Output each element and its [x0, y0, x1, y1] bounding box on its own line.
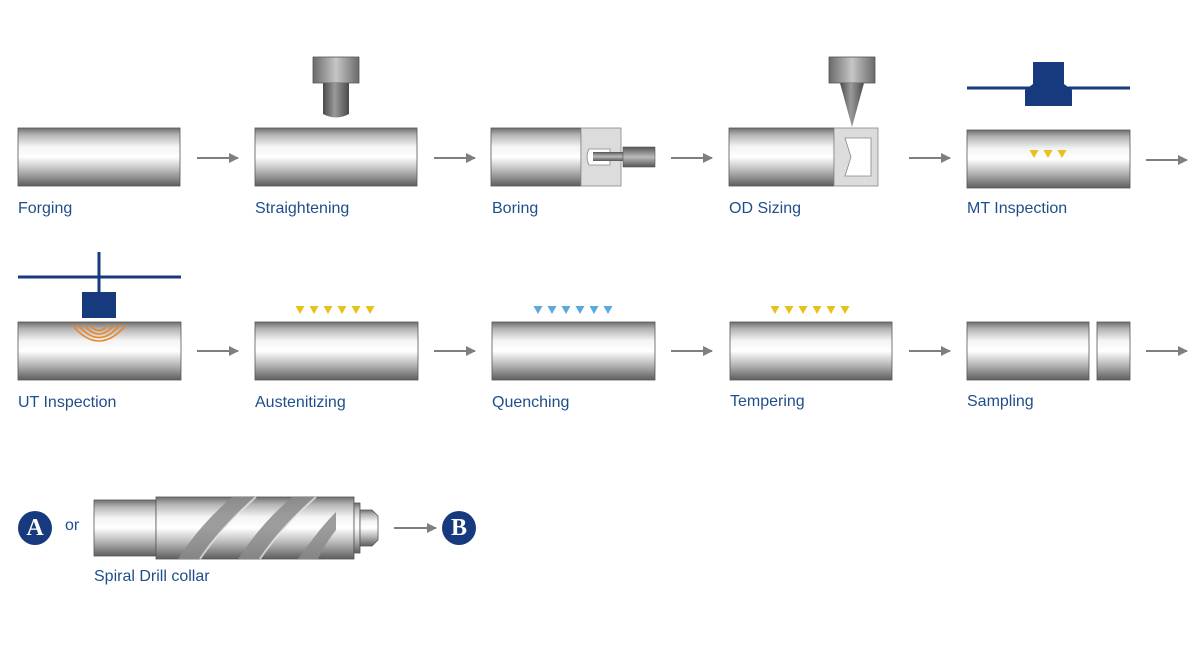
heat-arrow: [309, 267, 319, 314]
austenitizing-heat-arrows: [295, 267, 375, 314]
step-label-od-sizing: OD Sizing: [729, 200, 802, 217]
austenitizing-step: [254, 267, 419, 381]
heat-arrow: [798, 267, 808, 314]
austenitizing-pipe: [254, 321, 419, 381]
step-label-quenching: Quenching: [492, 394, 570, 411]
heat-arrow: [295, 267, 305, 314]
cool-arrow: [603, 267, 613, 314]
straightening-pipe: [254, 127, 418, 187]
ut-inspection-pipe: [17, 321, 182, 381]
cool-arrow: [589, 267, 599, 314]
od-sizing-die-profile: [844, 137, 872, 177]
forging-pipe: [17, 127, 181, 187]
magnetic-field-arrow: [1029, 116, 1039, 158]
cool-arrow: [575, 267, 585, 314]
boring-step: [490, 127, 656, 187]
straightening-step: [254, 56, 418, 187]
heat-arrow: [826, 267, 836, 314]
sampling-pipe-main: [966, 321, 1090, 381]
collar-spiral-highlights: [199, 496, 317, 560]
cool-arrow: [561, 267, 571, 314]
spiral-drill-collar-label: Spiral Drill collar: [94, 568, 210, 585]
boring-pipe: [490, 127, 582, 187]
heat-arrow: [351, 267, 361, 314]
od-sizing-tool-tip: [840, 83, 864, 127]
collar-right-body: [353, 502, 361, 554]
sampling-pipe-sample: [1096, 321, 1131, 381]
boring-drill-bit: [593, 152, 623, 161]
ut-inspection-probe: [82, 292, 116, 318]
step-label-mt-inspection: MT Inspection: [967, 200, 1068, 217]
step-label-sampling: Sampling: [967, 393, 1034, 410]
step-label-austenitizing: Austenitizing: [255, 394, 346, 411]
spiral-drill-collar: [93, 496, 379, 560]
magnetic-field-arrow: [1057, 116, 1067, 158]
heat-arrow: [365, 267, 375, 314]
straightening-press-ram: [323, 83, 349, 118]
heat-arrow: [784, 267, 794, 314]
step-label-ut-inspection: UT Inspection: [18, 394, 117, 411]
quenching-cool-arrows: [533, 267, 613, 314]
collar-pin-end: [359, 509, 379, 547]
cool-arrow: [547, 267, 557, 314]
collar-left-body: [93, 499, 157, 557]
tempering-heat-arrows: [770, 267, 850, 314]
boring-drill-holder: [622, 146, 656, 168]
or-text: or: [65, 517, 80, 534]
heat-arrow: [770, 267, 780, 314]
quenching-pipe: [491, 321, 656, 381]
step-label-forging: Forging: [18, 200, 73, 217]
heat-arrow: [337, 267, 347, 314]
cool-arrow: [533, 267, 543, 314]
marker-b: B: [442, 511, 476, 545]
step-label-straightening: Straightening: [255, 200, 350, 217]
step-label-tempering: Tempering: [730, 393, 805, 410]
step-label-boring: Boring: [492, 200, 539, 217]
marker-a: A: [18, 511, 52, 545]
sampling-step: [966, 321, 1131, 381]
ut-inspection-waves: [71, 324, 127, 342]
tempering-pipe: [729, 321, 893, 381]
mt-inspection-probe: [1025, 62, 1072, 106]
collar-spiral-grooves: [178, 497, 336, 559]
tempering-step: [729, 267, 893, 381]
magnetic-field-arrow: [1043, 116, 1053, 158]
mt-inspection-step: [966, 62, 1131, 189]
od-sizing-pipe: [728, 127, 835, 187]
heat-arrow: [812, 267, 822, 314]
od-sizing-step: [728, 56, 879, 187]
od-sizing-tool-head: [828, 56, 876, 84]
quenching-step: [491, 267, 656, 381]
ut-inspection-step: [17, 252, 182, 381]
forging-step: [17, 127, 181, 187]
mt-inspection-arrows-front: [1029, 116, 1067, 158]
heat-arrow: [840, 267, 850, 314]
straightening-press-head: [312, 56, 360, 84]
heat-arrow: [323, 267, 333, 314]
